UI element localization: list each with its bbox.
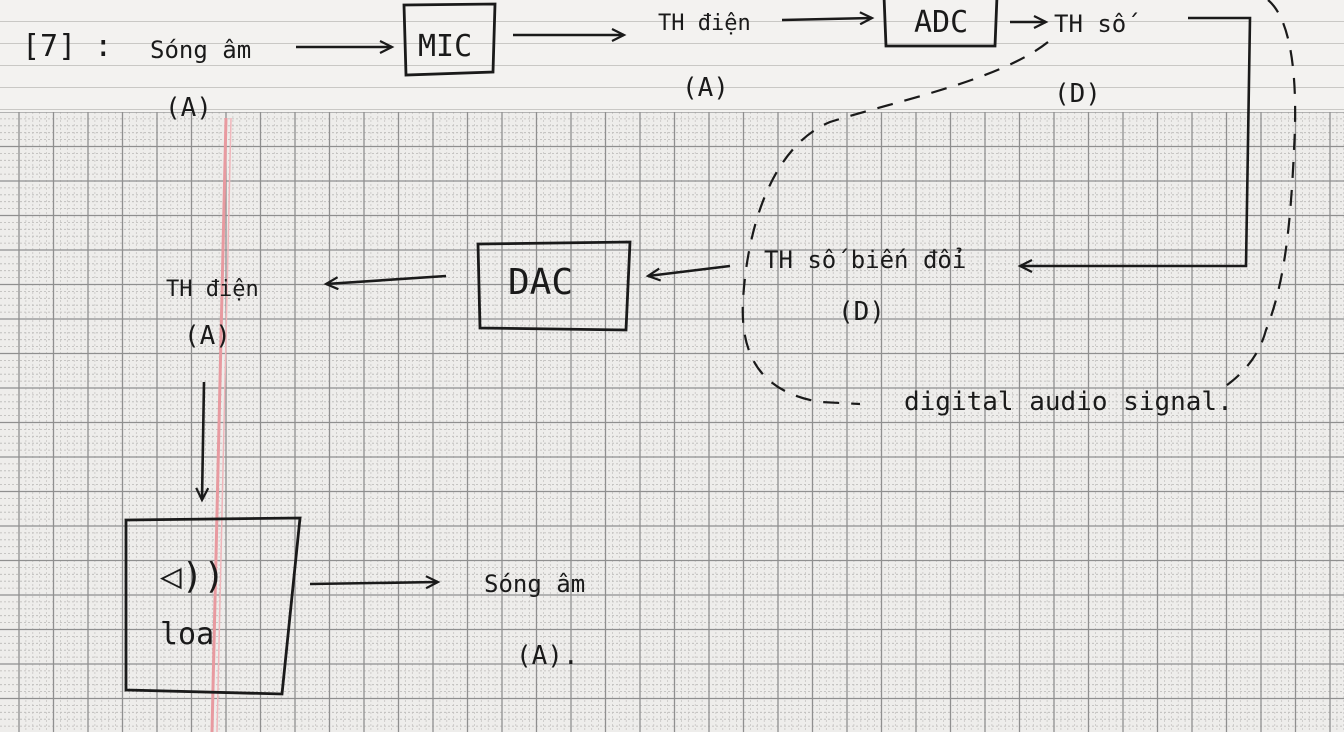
arrow-speaker-to-sound: [309, 575, 441, 590]
dac-output-label: TH điện: [166, 277, 259, 302]
speaker-block: ◁)) loa: [124, 516, 302, 696]
mic-output-label: TH điện: [658, 11, 751, 36]
microphone-block: MIC: [402, 2, 497, 77]
output-sound-label: Sóng âm: [484, 570, 585, 598]
arrow-dac-to-electric: [323, 274, 447, 291]
dac-block: DAC: [476, 240, 632, 332]
output-sound-type: (A).: [516, 641, 579, 671]
adc-block: ADC: [882, 0, 999, 48]
input-sound-type: (A): [165, 93, 212, 123]
processed-signal-label: TH số biến đổi: [764, 246, 966, 274]
arrow-electric-to-speaker: [195, 381, 210, 503]
input-sound-label: Sóng âm: [150, 36, 251, 64]
digital-region-label: digital audio signal.: [904, 387, 1233, 417]
mic-output-type: (A): [682, 73, 729, 103]
arrow-electric-to-adc: [781, 11, 875, 26]
adc-output-type: (D): [1054, 79, 1101, 109]
ruled-paper-top: [0, 0, 1344, 120]
diagram-number-label: [7] :: [22, 29, 112, 64]
digital-region-outline: [741, 0, 1297, 406]
adc-label: ADC: [914, 5, 968, 40]
adc-output-label: TH số: [1054, 10, 1138, 38]
speaker-label: loa: [160, 617, 214, 652]
dac-label: DAC: [508, 262, 573, 303]
microphone-label: MIC: [418, 29, 472, 64]
dac-output-type: (A): [184, 321, 231, 351]
processed-signal-type: (D): [838, 297, 885, 327]
arrow-digital-to-processing: [1017, 16, 1252, 273]
margin-line: [210, 117, 232, 732]
arrow-processing-to-dac: [645, 264, 731, 282]
speaker-icon: ◁)): [160, 556, 225, 597]
